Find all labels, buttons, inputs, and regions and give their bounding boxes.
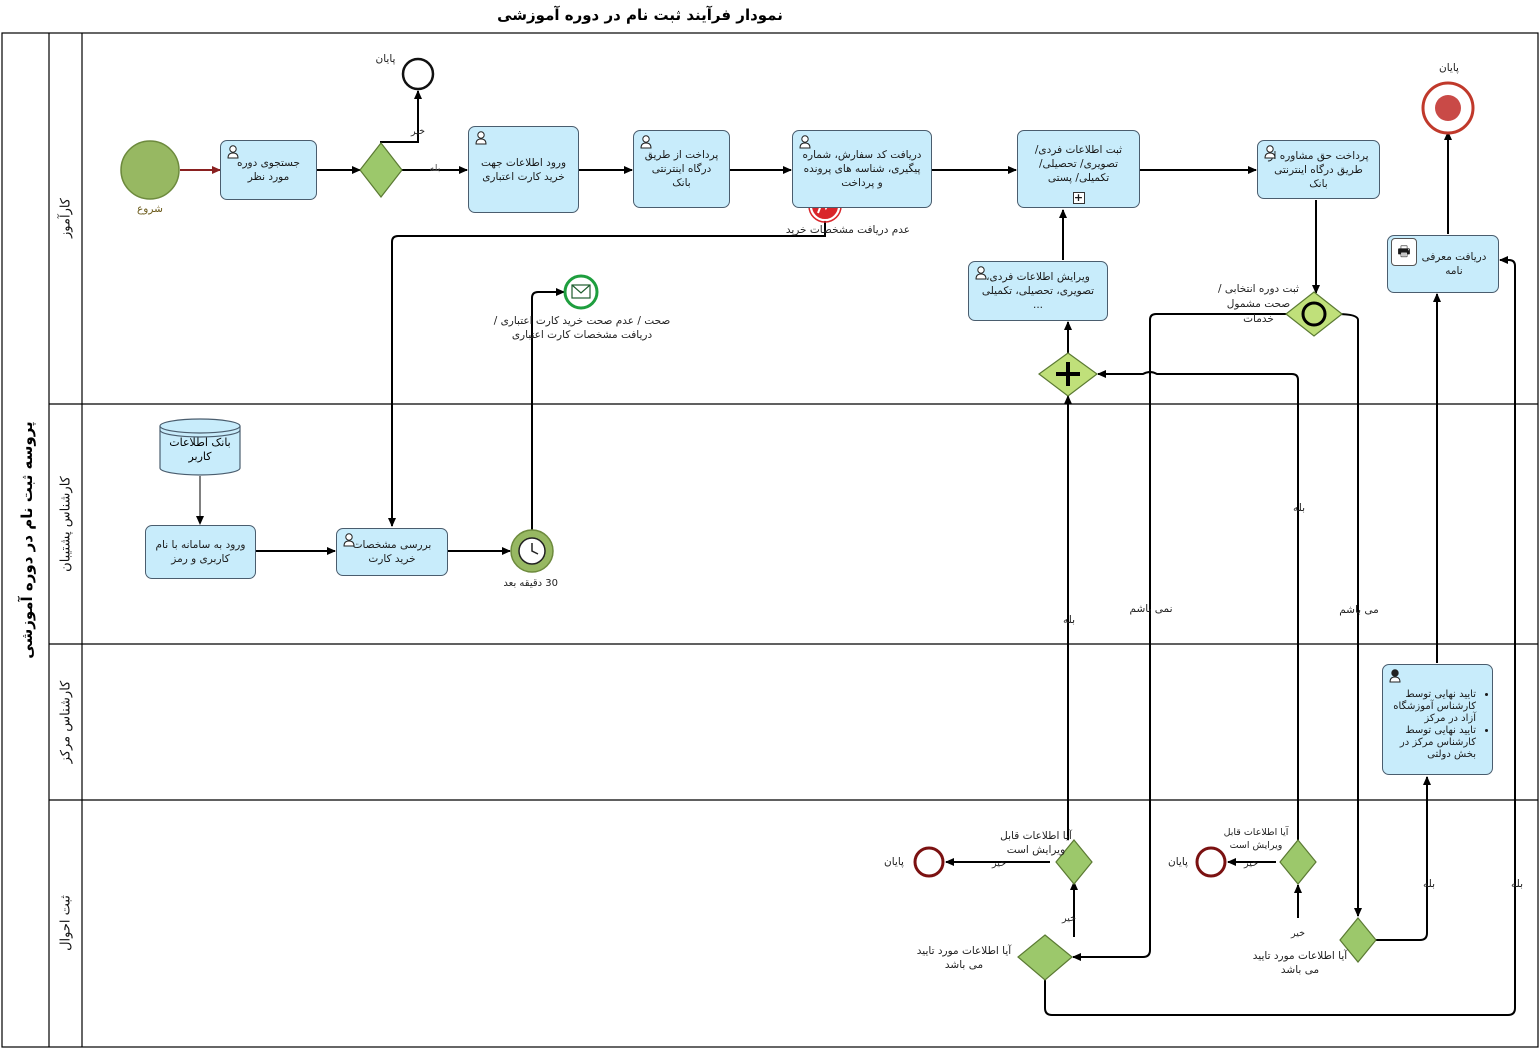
task-label: ویرایش اطلاعات فردی، تصویری، تحصیلی، تکم… [981, 271, 1095, 311]
lane-label-student: کارآموز [58, 198, 74, 238]
data-store-label: بانک اطلاعات کاربر [169, 436, 231, 463]
message-event-label: صحت / عدم صحت خرید کارت اعتباری / دریافت… [493, 315, 671, 341]
gateway-choice-top [359, 142, 403, 198]
user-icon [343, 533, 355, 547]
printer-icon: 🖶 [1391, 238, 1417, 266]
end-label-registry-2: پایان [1168, 856, 1188, 868]
database-icon [159, 418, 241, 476]
question-editable-1: آیا اطلاعات قابل ویرایش است [1000, 830, 1072, 856]
user-icon [640, 135, 652, 149]
end-event-top [401, 57, 435, 91]
user-icon [975, 266, 987, 280]
gateway-editable-2 [1279, 839, 1317, 885]
lane-label-registry: ثبت احوال [58, 895, 74, 951]
task-search-course[interactable]: جستجوی دوره مورد نظر [220, 140, 317, 200]
circle-icon [1301, 301, 1327, 327]
start-event [120, 140, 180, 200]
task-label: ورود به سامانه با نام کاربری و رمز [155, 539, 246, 565]
flow-label-no-reg2: خیر [1244, 858, 1258, 869]
flow-label-yes-reg: بله [1422, 878, 1436, 890]
flow-label-no-reg3: خیر [1062, 913, 1076, 924]
end-label-top: پایان [375, 53, 396, 65]
approval-item: تایید نهایی توسط کارشناس آموزشگاه آزاد د… [1387, 689, 1476, 725]
question-editable-2: آیا اطلاعات قابل ویرایش است [1223, 827, 1289, 851]
task-label: ثبت اطلاعات فردی/تصویری/ تحصیلی/تکمیلی/ … [1034, 144, 1123, 184]
task-label: دریافت کد سفارش، شماره پیگیری، شناسه های… [802, 149, 922, 189]
gateway-approved-1 [1017, 934, 1073, 981]
user-icon [475, 131, 487, 145]
start-label: شروع [137, 203, 163, 215]
flow-label-no-mid: نمی باشم [1129, 603, 1173, 615]
task-check-card[interactable]: بررسی مشخصات خرید کارت [336, 528, 448, 576]
task-enter-card-info[interactable]: ورود اطلاعات جهت خرید کارت اعتباری [468, 126, 579, 213]
error-event-label: عدم دریافت مشخصات خرید [785, 224, 910, 236]
gateway-approved-2 [1339, 917, 1377, 963]
task-label: پرداخت از طریق درگاه اینترنتی بانک [644, 149, 719, 189]
task-register-info[interactable]: ثبت اطلاعات فردی/تصویری/ تحصیلی/تکمیلی/ … [1017, 130, 1140, 208]
approval-item: تایید نهایی توسط کارشناس مرکز در بخش دول… [1387, 725, 1476, 761]
lane-label-support: کارشناس پشتیبان [58, 476, 74, 572]
task-label: جستجوی دوره مورد نظر [236, 157, 301, 183]
lane-label-center: کارشناس مرکز [58, 680, 74, 764]
task-label: دریافت معرفی نامه [1421, 251, 1487, 277]
user-icon [1264, 145, 1276, 159]
question-approved-1: آیا اطلاعات مورد تایید می باشد [916, 945, 1012, 971]
flow-label-yes-far-right: بله [1510, 878, 1524, 890]
diagram-title: نمودار فرآیند ثبت نام در دوره آموزشی [497, 6, 783, 24]
flow-label-yes: بله [429, 163, 441, 174]
gateway-service-label: ثبت دوره انتخابی / صحت مشمول خدمات [1218, 283, 1299, 325]
sequence-flows [180, 90, 1516, 1016]
timer-label: 30 دقیقه بعد [503, 578, 558, 589]
task-receive-code[interactable]: دریافت کد سفارش، شماره پیگیری، شناسه های… [792, 130, 932, 208]
task-login[interactable]: ورود به سامانه با نام کاربری و رمز [145, 525, 256, 579]
end-label-right: پایان [1439, 62, 1459, 74]
task-pay-consult[interactable]: پرداخت حق مشاوره از طریق درگاه اینترنتی … [1257, 140, 1380, 199]
flow-label-yes-left: بله [1062, 614, 1076, 626]
task-label: ورود اطلاعات جهت خرید کارت اعتباری [480, 156, 567, 183]
end-event-registry-2 [1195, 846, 1227, 878]
end-event-registry-1 [913, 846, 945, 878]
question-approved-2: آیا اطلاعات مورد تایید می باشد [1252, 950, 1348, 976]
flow-label-no: خیر [411, 126, 425, 137]
user-icon [799, 135, 811, 149]
task-final-approval[interactable]: تایید نهایی توسط کارشناس آموزشگاه آزاد د… [1382, 664, 1493, 775]
task-label: پرداخت حق مشاوره از طریق درگاه اینترنتی … [1268, 149, 1369, 190]
flow-label-is: می باشم [1339, 604, 1379, 616]
task-pay-bank[interactable]: پرداخت از طریق درگاه اینترنتی بانک [633, 130, 730, 208]
event-gateway-icon [1285, 291, 1343, 337]
end-event-right-core [1435, 95, 1461, 121]
plus-icon [1056, 362, 1080, 386]
user-icon [1389, 669, 1401, 683]
data-store: بانک اطلاعات کاربر [160, 420, 240, 476]
task-edit-info[interactable]: ویرایش اطلاعات فردی، تصویری، تحصیلی، تکم… [968, 261, 1108, 321]
user-icon [227, 145, 239, 159]
flow-label-no-reg4: خیر [1291, 928, 1305, 939]
flow-label-yes-mid: بله [1292, 502, 1306, 514]
gateway-editable-1 [1055, 839, 1093, 885]
task-receive-letter[interactable]: 🖶 دریافت معرفی نامه [1387, 235, 1499, 293]
subprocess-plus-icon[interactable]: + [1072, 191, 1085, 204]
end-label-registry-1: پایان [884, 856, 904, 868]
pool-label: پروسه ثبت نام در دوره آموزشی [18, 421, 36, 659]
flow-label-no-reg1: خیر [992, 858, 1006, 869]
pool-frame [1, 32, 1539, 1048]
task-label: بررسی مشخصات خرید کارت [352, 539, 432, 565]
